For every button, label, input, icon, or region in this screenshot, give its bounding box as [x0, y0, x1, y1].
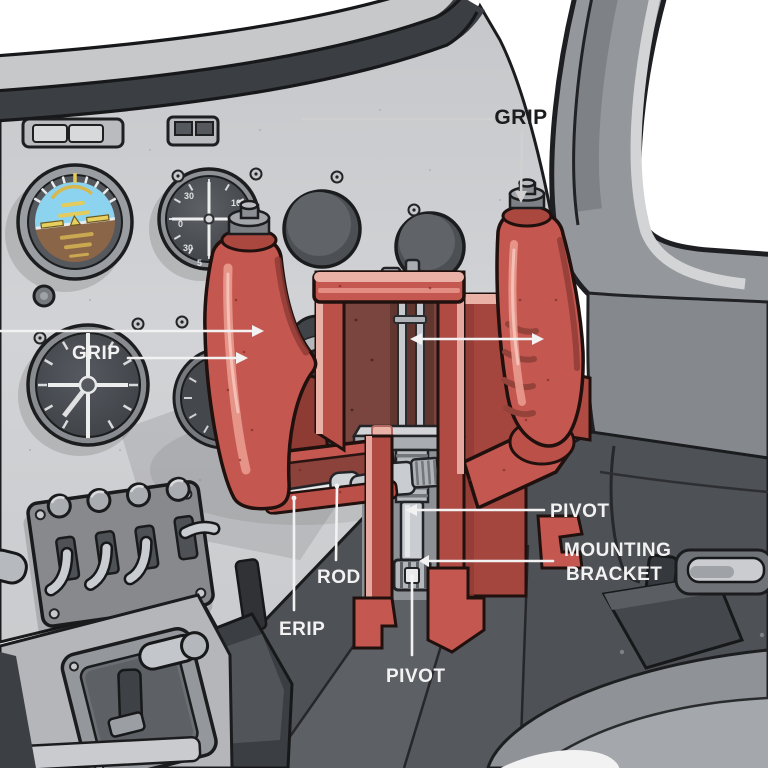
seat-cushion	[467, 648, 768, 768]
toggle-switches	[44, 514, 221, 597]
vent-right	[166, 115, 220, 147]
leader-line-double-arrow	[410, 333, 544, 345]
attitude-bezel-ticks	[33, 173, 117, 204]
door-sill-line	[599, 470, 768, 494]
label-rod: ROD	[317, 567, 361, 588]
switch-panel	[23, 476, 221, 637]
push-buttons	[46, 476, 191, 519]
panel-side-knob	[0, 548, 28, 585]
lower-sub-panel	[0, 548, 234, 768]
gauge-numeral: 0	[178, 219, 183, 229]
leader-line-erip	[291, 495, 297, 612]
yoke-housing	[312, 270, 486, 654]
gauge-numeral: 5	[197, 258, 202, 268]
gauge-numeral: 10	[231, 198, 241, 208]
left-grip-cap	[220, 199, 278, 253]
annotations: GRIP GRIP PIVOT MOUNTING BRACKET	[0, 106, 671, 687]
leader-line-grip-top	[301, 117, 527, 203]
blank-gauge-hole	[282, 189, 362, 269]
pivot-cylinder	[399, 500, 425, 562]
label-grip-left: GRIP	[72, 343, 120, 364]
leader-line-pivot-upper	[405, 504, 546, 516]
leader-line-pivot-lower	[409, 574, 415, 657]
leader-line-rod	[334, 483, 340, 562]
windshield-frame	[0, 0, 485, 123]
label-erip: ERIP	[279, 619, 325, 640]
control-yoke	[203, 178, 592, 654]
attitude-indicator-gauge	[5, 163, 134, 308]
bracket-foot-left	[352, 596, 398, 650]
side-window-sill	[586, 291, 768, 460]
gauge-numeral: 30	[183, 243, 193, 253]
leader-line-grip-left	[0, 325, 264, 364]
label-pivot-lower: PIVOT	[386, 666, 446, 687]
gauge-numeral: 30	[184, 191, 194, 201]
label-pivot-upper: PIVOT	[550, 501, 610, 522]
bracket-foot-right	[426, 566, 486, 654]
label-mounting-bracket-line1: MOUNTING	[564, 540, 671, 561]
a-pillar	[549, 0, 768, 344]
vent-left	[21, 117, 125, 149]
label-mounting-bracket-line2: BRACKET	[566, 564, 662, 585]
bracket-hook-foot	[536, 514, 584, 570]
side-wall-sliver	[0, 652, 36, 768]
floor-panel	[404, 545, 528, 768]
door-handle	[674, 548, 768, 596]
label-grip-top: GRIP	[494, 106, 547, 129]
altimeter-gauge	[18, 323, 150, 456]
leader-line-mounting-bracket	[419, 555, 555, 567]
yoke-left-grip	[203, 199, 318, 511]
